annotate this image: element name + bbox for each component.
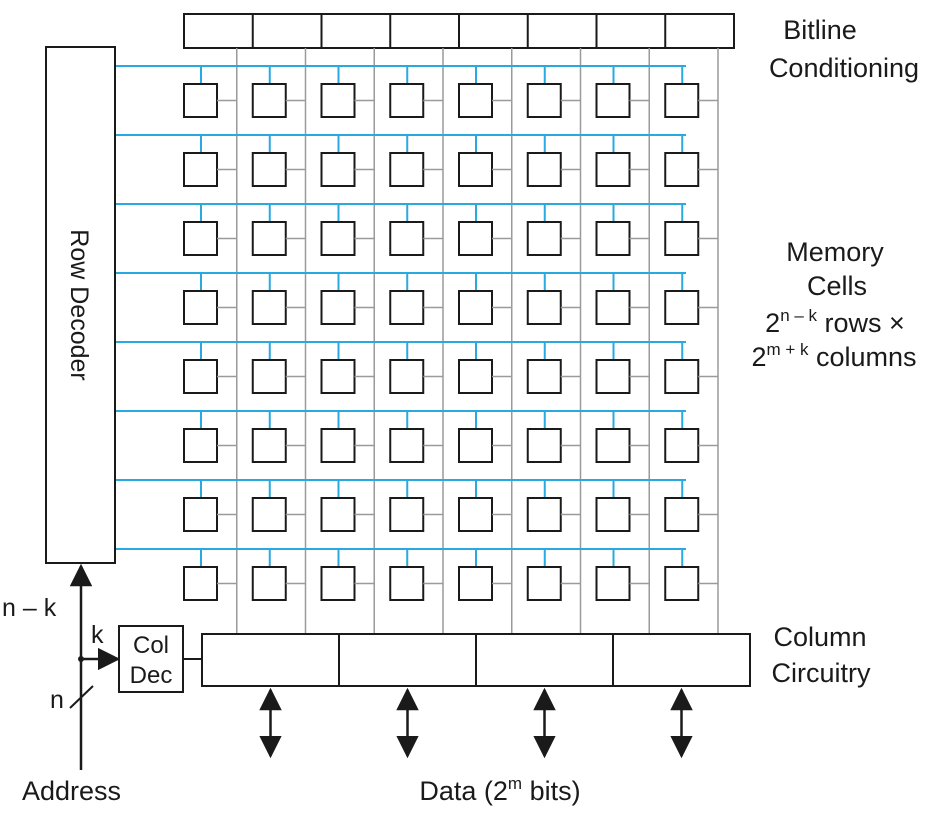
memory-cell — [458, 566, 493, 601]
memory-cell — [320, 497, 356, 532]
memory-cell — [183, 359, 218, 394]
conditioning-label: Conditioning — [769, 53, 919, 83]
col-dec-label-line2: Dec — [130, 662, 173, 689]
memory-cell — [526, 221, 562, 256]
memory-cell — [251, 566, 287, 601]
memory-cell — [458, 290, 493, 325]
column-label: Column — [773, 622, 866, 652]
memory-cell — [595, 497, 631, 532]
memory-cell — [183, 152, 218, 187]
memory-cell — [595, 290, 631, 325]
address-bus: n – k k n Address — [2, 563, 121, 806]
memory-cell — [664, 428, 700, 463]
memory-cell — [664, 359, 700, 394]
memory-cell — [458, 497, 493, 532]
memory-cell — [389, 359, 425, 394]
memory-cell — [595, 152, 631, 187]
memory-cell — [183, 497, 218, 532]
memory-cell — [664, 83, 700, 118]
memory-cell — [320, 359, 356, 394]
memory-cell — [526, 83, 562, 118]
memory-cell — [595, 566, 631, 601]
memory-cell — [458, 221, 493, 256]
memory-cell — [526, 497, 562, 532]
columns-formula: 2m + k columns — [751, 340, 916, 372]
memory-cell — [664, 497, 700, 532]
memory-cell — [183, 428, 218, 463]
rows-formula: 2n – k rows × — [765, 306, 905, 338]
memory-cell — [595, 359, 631, 394]
memory-cell — [389, 83, 425, 118]
row-decoder: Row Decoder — [45, 46, 116, 564]
memory-cell — [389, 152, 425, 187]
memory-cell — [251, 152, 287, 187]
memory-cell — [251, 428, 287, 463]
memory-cell — [664, 566, 700, 601]
circuitry-label: Circuitry — [772, 658, 871, 688]
data-label: Data (2m bits) — [419, 774, 580, 806]
memory-cell — [320, 221, 356, 256]
memory-cell — [389, 566, 425, 601]
address-junction-dot — [78, 656, 84, 662]
memory-cell — [320, 290, 356, 325]
memory-cell — [595, 83, 631, 118]
memory-cell — [389, 221, 425, 256]
memory-cell — [320, 83, 356, 118]
memory-cell — [183, 83, 218, 118]
column-decoder: Col Dec — [118, 625, 202, 693]
memory-cell — [664, 221, 700, 256]
n-minus-k-label: n – k — [2, 594, 57, 622]
memory-cell — [458, 152, 493, 187]
memory-cell — [389, 290, 425, 325]
memory-cell — [251, 290, 287, 325]
n-label: n — [50, 686, 64, 714]
memory-cell — [458, 428, 493, 463]
address-label: Address — [22, 776, 121, 806]
memory-cell — [526, 290, 562, 325]
labels-right: Bitline Conditioning Memory Cells 2n – k… — [751, 15, 919, 688]
memory-cell — [183, 221, 218, 256]
memory-cell — [320, 566, 356, 601]
memory-cell — [595, 428, 631, 463]
k-label: k — [91, 621, 104, 649]
memory-cell — [251, 83, 287, 118]
bitline-label: Bitline — [783, 15, 857, 45]
memory-cell — [251, 221, 287, 256]
memory-cell — [183, 566, 218, 601]
memory-cell — [526, 566, 562, 601]
memory-cell — [526, 359, 562, 394]
memory-cell — [595, 221, 631, 256]
cells-label: Cells — [807, 271, 867, 301]
memory-cell — [183, 290, 218, 325]
memory-cell — [251, 359, 287, 394]
memory-cell — [526, 428, 562, 463]
memory-cell-array — [183, 83, 718, 601]
memory-cell — [458, 359, 493, 394]
bus-width-slash — [69, 685, 94, 709]
bitline-conditioning — [183, 13, 735, 49]
memory-cell — [389, 497, 425, 532]
memory-cell — [320, 152, 356, 187]
memory-cell — [664, 290, 700, 325]
wordlines — [115, 65, 686, 567]
memory-label: Memory — [786, 237, 884, 267]
row-decoder-label: Row Decoder — [65, 229, 93, 380]
memory-cell — [458, 83, 493, 118]
memory-cell — [320, 428, 356, 463]
col-dec-label-line1: Col — [133, 632, 169, 659]
data-ports — [259, 687, 693, 759]
memory-cell — [251, 497, 287, 532]
memory-cell — [526, 152, 562, 187]
memory-cell — [664, 152, 700, 187]
column-circuitry — [201, 633, 751, 687]
memory-cell — [389, 428, 425, 463]
